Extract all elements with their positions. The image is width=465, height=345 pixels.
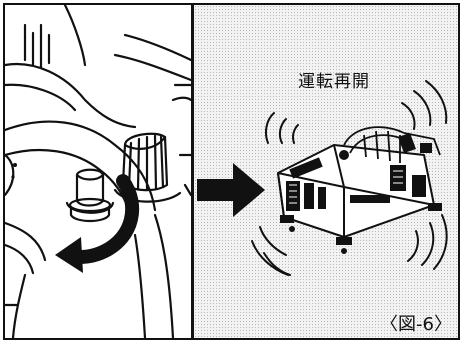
- figure-frame: 運転再開: [3, 3, 460, 340]
- counterclockwise-arrow-icon: [55, 174, 140, 273]
- valve-knob-closeup-icon: [5, 5, 191, 338]
- restart-caption: 運転再開: [298, 72, 370, 92]
- panel-divider: [191, 5, 194, 338]
- right-arrow-icon: [197, 163, 265, 217]
- knob-closeup-panel: [5, 5, 191, 338]
- vibrating-compressor-icon: [251, 80, 448, 276]
- figure-number: 〈図-6〉: [380, 314, 452, 335]
